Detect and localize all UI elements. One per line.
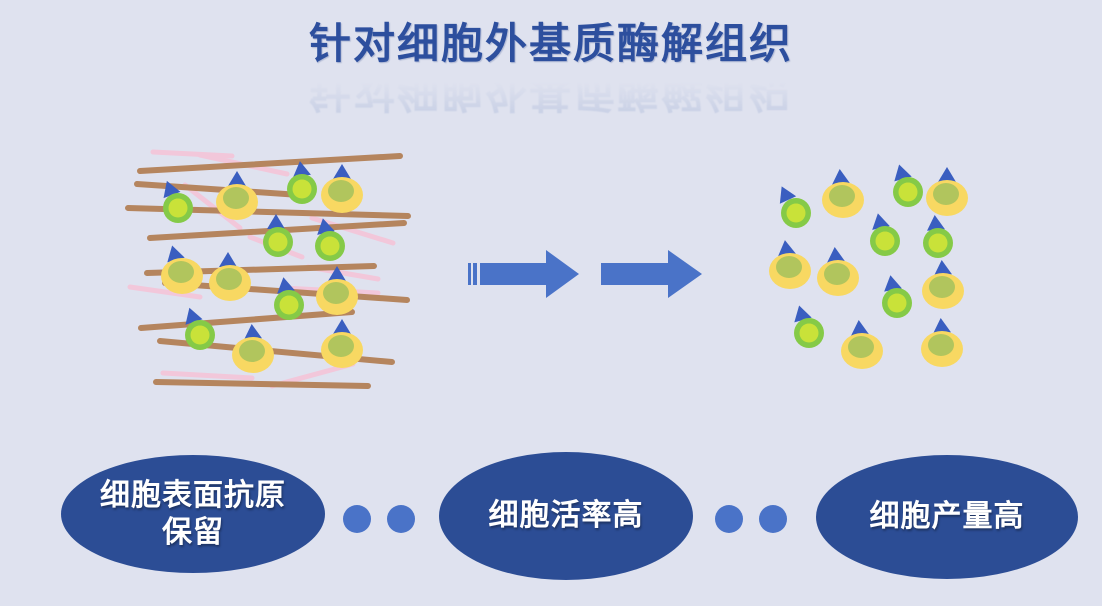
brown-fiber: [134, 181, 303, 198]
receptor-triangle-icon: [333, 164, 351, 179]
yellow-cell: [316, 266, 358, 315]
separator-dot: [387, 505, 415, 533]
page-title: 针对细胞外基质酶解组织: [308, 20, 793, 67]
receptor-triangle-icon: [328, 266, 346, 281]
green-cell: [923, 215, 953, 258]
receptor-triangle-icon: [228, 171, 246, 186]
separator-dot: [715, 505, 743, 533]
green-cell: [263, 214, 293, 257]
benefit-label-line: 细胞产量高: [869, 500, 1025, 534]
green-cell: [779, 186, 811, 228]
receptor-triangle-icon: [333, 319, 351, 334]
yellow-cell: [922, 260, 964, 309]
receptor-triangle-icon: [779, 186, 797, 204]
receptor-triangle-icon: [938, 167, 956, 182]
yellow-cell: [216, 171, 258, 220]
benefit-ellipse-yield: 细胞产量高: [816, 455, 1078, 579]
green-cell: [163, 180, 193, 223]
brown-fiber: [137, 153, 403, 174]
pink-fiber: [150, 149, 235, 159]
receptor-triangle-icon: [244, 324, 262, 340]
yellow-cell: [209, 252, 251, 301]
yellow-cell: [321, 164, 363, 213]
receptor-triangle-icon: [219, 252, 237, 267]
pink-fiber: [182, 182, 243, 231]
receptor-triangle-icon: [832, 169, 850, 185]
yellow-cell: [769, 240, 811, 289]
brown-fiber: [138, 309, 355, 331]
benefit-ellipse-viability: 细胞活率高: [439, 452, 693, 580]
green-cell: [185, 307, 215, 350]
separator-dot: [759, 505, 787, 533]
green-cell: [315, 218, 345, 261]
brown-fiber: [153, 379, 371, 389]
pink-fiber: [127, 284, 203, 300]
receptor-triangle-icon: [267, 214, 285, 229]
green-cell: [882, 275, 912, 318]
yellow-cell: [232, 324, 274, 373]
receptor-triangle-icon: [293, 161, 311, 178]
yellow-cell: [921, 318, 963, 367]
arrow-right-icon: [468, 250, 579, 298]
yellow-cell: [321, 319, 363, 368]
green-cell: [794, 305, 824, 348]
receptor-triangle-icon: [277, 277, 295, 294]
yellow-cell: [841, 320, 883, 369]
receptor-triangle-icon: [933, 318, 951, 334]
green-cell: [274, 277, 304, 320]
receptor-triangle-icon: [778, 240, 796, 257]
green-cell: [287, 161, 317, 204]
yellow-cell: [817, 247, 859, 296]
receptor-triangle-icon: [851, 320, 869, 336]
receptor-triangle-icon: [317, 218, 335, 235]
yellow-cell: [926, 167, 968, 216]
green-cell: [870, 213, 900, 256]
benefit-label-line: 保留: [162, 516, 224, 549]
separator-dot: [343, 505, 371, 533]
green-cell: [893, 164, 923, 207]
yellow-cell: [822, 169, 864, 218]
arrow-right-icon: [601, 250, 702, 298]
benefit-ellipse-antigen: 细胞表面抗原 保留: [61, 455, 325, 573]
receptor-triangle-icon: [872, 213, 890, 230]
benefit-label-line: 细胞表面抗原: [100, 478, 286, 512]
receptor-triangle-icon: [884, 275, 902, 292]
receptor-triangle-icon: [827, 247, 845, 263]
receptor-triangle-icon: [934, 260, 952, 276]
receptor-triangle-icon: [927, 215, 945, 231]
yellow-cell: [161, 245, 203, 294]
receptor-triangle-icon: [163, 180, 181, 199]
pink-fiber: [160, 370, 255, 381]
benefit-label-line: 细胞活率高: [488, 499, 644, 533]
